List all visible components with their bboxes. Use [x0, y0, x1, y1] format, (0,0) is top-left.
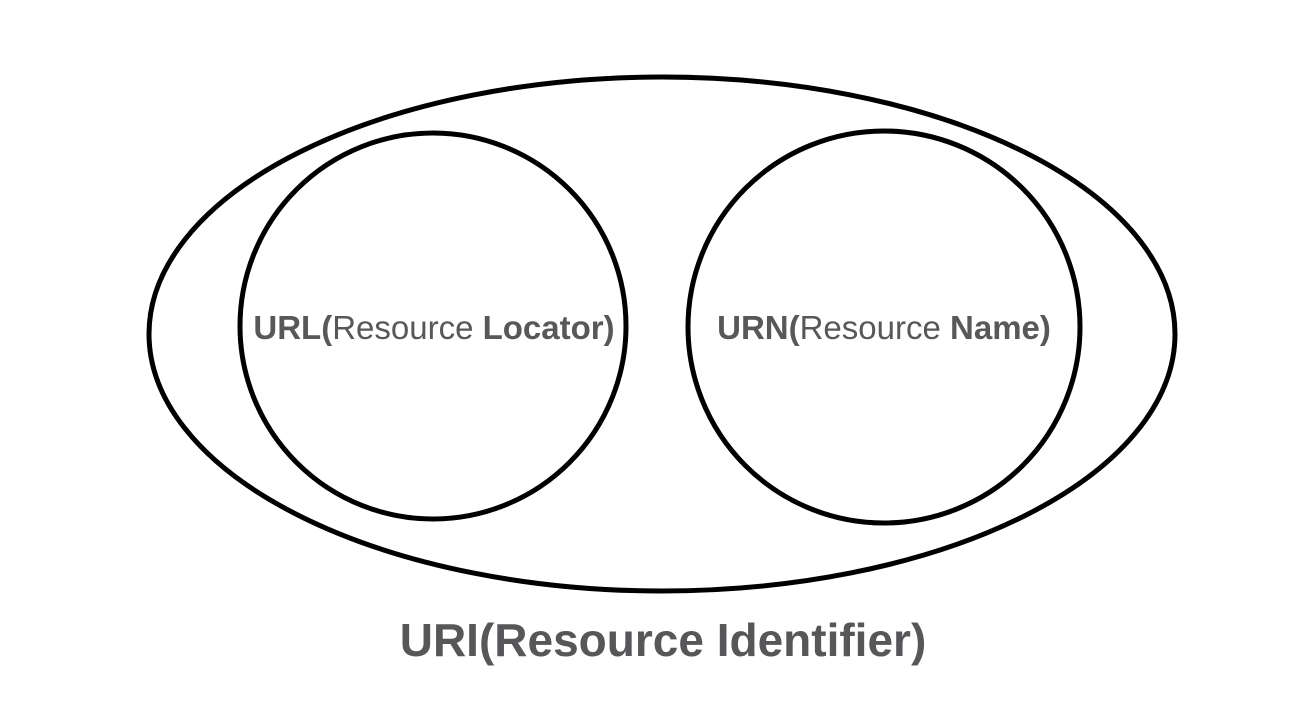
urn-label-bold-start: URN(: [717, 309, 800, 346]
url-circle-label: URL(Resource Locator): [253, 309, 614, 347]
url-label-regular: Resource: [332, 309, 483, 346]
urn-circle-label: URN(Resource Name): [717, 309, 1051, 347]
url-label-bold-end: Locator): [482, 309, 615, 346]
urn-label-regular: Resource: [799, 309, 951, 346]
url-label-bold-start: URL(: [253, 309, 333, 346]
urn-circle: [685, 128, 1083, 526]
url-circle: [237, 130, 629, 522]
urn-label-bold-end: Name): [950, 309, 1051, 346]
uri-ellipse-label: URI(Resource Identifier): [399, 614, 927, 666]
uri-outer-ellipse: [146, 74, 1178, 594]
